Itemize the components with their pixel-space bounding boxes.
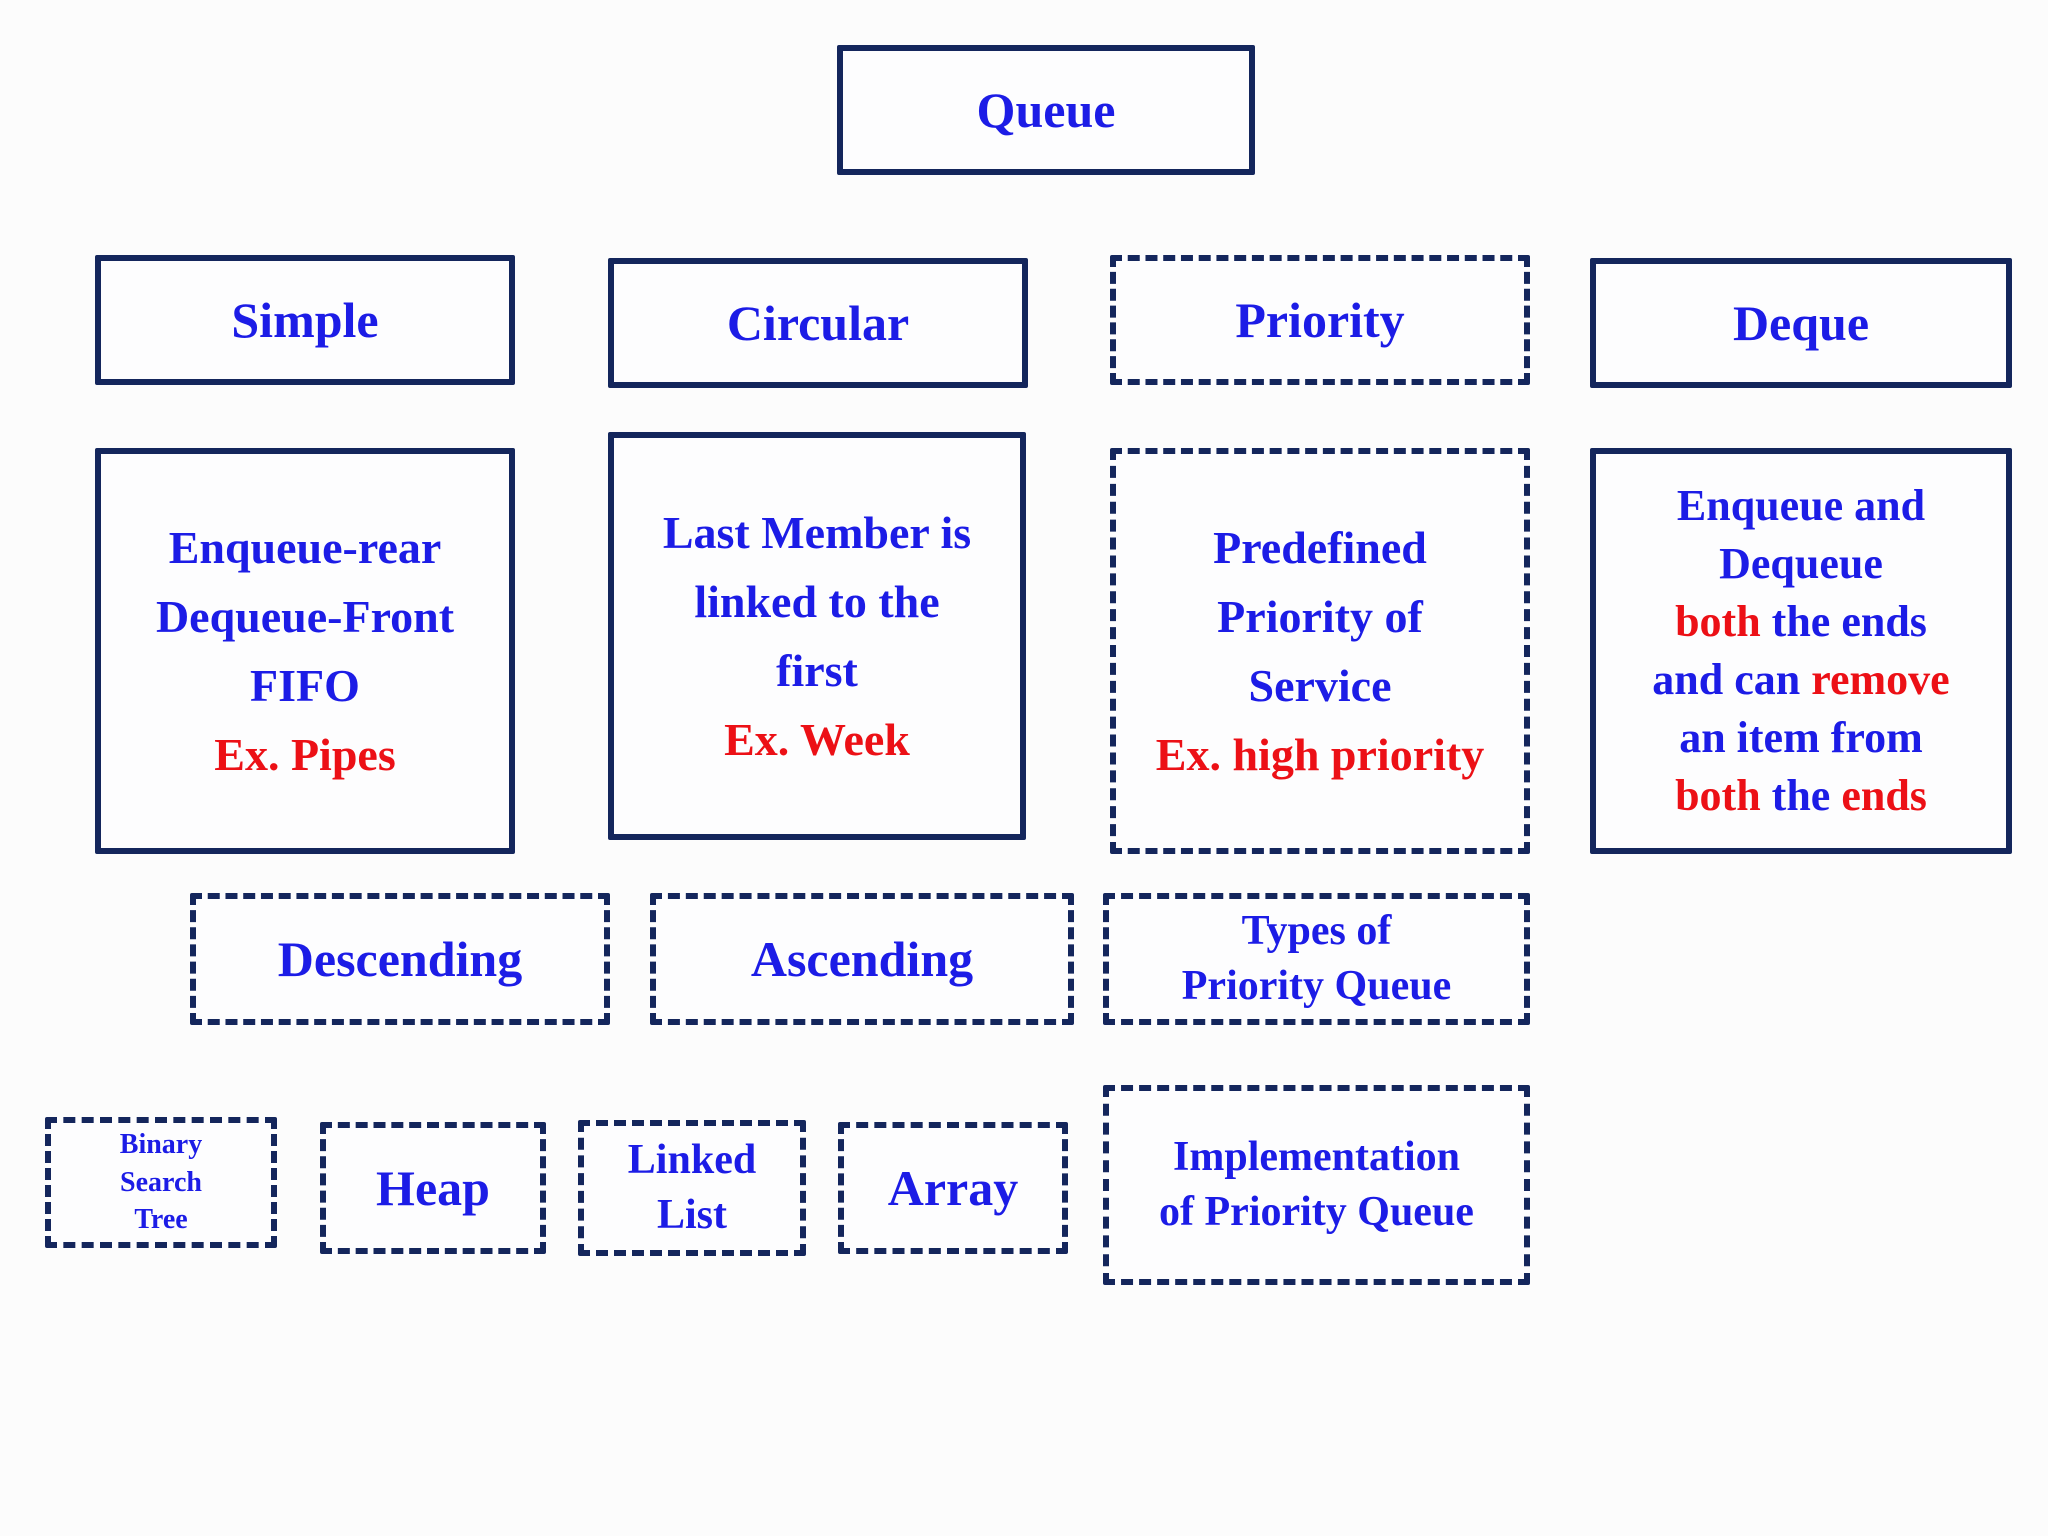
deque-label: Deque — [1732, 294, 1870, 351]
priority-queue-label: Priority — [1235, 291, 1405, 348]
text-line: first — [776, 645, 858, 696]
text-line: Binary — [119, 1128, 203, 1160]
simple-queue-label: Simple — [231, 291, 379, 348]
text-line: Dequeue-Front — [155, 591, 455, 642]
circular-queue-label: Circular — [726, 294, 910, 351]
priority-queue-node: Priority — [1110, 255, 1530, 385]
text-line: both the ends — [1675, 771, 1927, 821]
text-line: Priority Queue — [1181, 963, 1452, 1009]
text-line: Enqueue-rear — [168, 522, 442, 573]
text-line: Tree — [134, 1204, 188, 1236]
text-line: Priority of — [1217, 591, 1423, 642]
array-label: Array — [887, 1159, 1019, 1216]
text-line: both the ends — [1675, 596, 1927, 646]
text-line: Service — [1248, 660, 1392, 711]
text-line: Predefined — [1213, 522, 1427, 573]
text-line: Ex. Week — [724, 714, 910, 765]
heap-label: Heap — [376, 1159, 490, 1216]
text-line: of Priority Queue — [1159, 1189, 1474, 1235]
text-line: FIFO — [250, 660, 360, 711]
text-line: Ex. Pipes — [214, 729, 396, 780]
descending-priority-node: Descending — [190, 893, 610, 1025]
text-line: Linked — [627, 1137, 757, 1184]
text-line: an item from — [1679, 713, 1923, 763]
text-line: linked to the — [694, 576, 940, 627]
text-line: List — [656, 1192, 727, 1238]
text-line: Last Member is — [662, 507, 972, 558]
deque-node: Deque — [1590, 258, 2012, 388]
text-line: Dequeue — [1719, 538, 1883, 588]
ascending-priority-label: Ascending — [750, 930, 974, 987]
descending-priority-label: Descending — [277, 930, 523, 987]
text-line: Types of — [1241, 908, 1392, 955]
heap-node: Heap — [320, 1122, 546, 1254]
implementation-of-priority-queue-node: Implementation of Priority Queue — [1103, 1085, 1530, 1285]
text-line: and can remove — [1652, 655, 1950, 704]
text-line: Enqueue and — [1676, 480, 1926, 530]
types-of-priority-queue-node: Types of Priority Queue — [1103, 893, 1530, 1025]
queue-root-label: Queue — [976, 81, 1116, 138]
simple-queue-node: Simple — [95, 255, 515, 385]
circular-queue-node: Circular — [608, 258, 1028, 388]
text-line: Search — [120, 1166, 202, 1198]
ascending-priority-node: Ascending — [650, 893, 1074, 1025]
queue-root-node: Queue — [837, 45, 1255, 175]
text-line: Ex. high priority — [1155, 729, 1485, 780]
array-node: Array — [838, 1122, 1068, 1254]
text-line: Implementation — [1173, 1134, 1460, 1181]
